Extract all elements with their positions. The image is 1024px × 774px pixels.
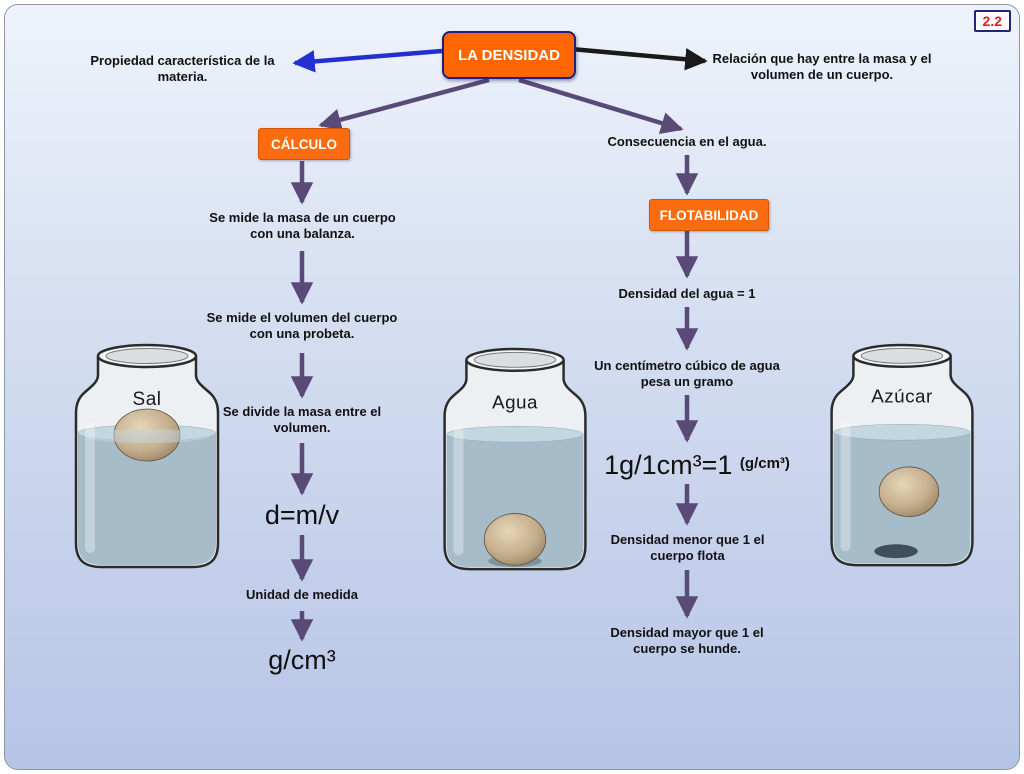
- jar-azucar-illustration: Azúcar: [830, 343, 974, 567]
- rule-sink: Densidad mayor que 1 el cuerpo se hunde.: [610, 625, 764, 657]
- left-note: Propiedad característica de la materia.: [90, 53, 275, 85]
- right-note: Relación que hay entre la masa y el volu…: [712, 51, 932, 83]
- egg-icon: [483, 513, 547, 566]
- unit-value: g/cm³: [268, 645, 336, 675]
- arrow-title-to-right-note: [570, 46, 708, 71]
- calculo-box: CÁLCULO: [258, 128, 350, 160]
- flotabilidad-box: FLOTABILIDAD: [649, 199, 769, 231]
- arrow-title-to-calculo: [318, 77, 490, 131]
- fact-cm3-gramo: Un centímetro cúbico de agua pesa un gra…: [594, 358, 780, 390]
- slide-background: 2.2 LA DENSIDAD Propiedad característica…: [4, 4, 1020, 770]
- page-number: 2.2: [973, 10, 1011, 32]
- egg-icon: [878, 466, 940, 517]
- jar-agua-label: Agua: [492, 391, 538, 412]
- jar-agua-illustration: Agua: [443, 347, 587, 571]
- fact-densidad-agua: Densidad del agua = 1: [618, 286, 756, 301]
- arrow-title-to-left-note: [292, 48, 443, 73]
- calculo-step-3: Se divide la masa entre el volumen.: [222, 404, 382, 436]
- density-formula: d=m/v: [264, 500, 340, 530]
- equation-row: 1g/1cm³=1 (g/cm³): [587, 450, 807, 481]
- jar-azucar-label: Azúcar: [871, 385, 933, 406]
- calculo-step-1: Se mide la masa de un cuerpo con una bal…: [209, 210, 396, 242]
- calculo-step-2: Se mide el volumen del cuerpo con una pr…: [206, 310, 398, 342]
- title-box: LA DENSIDAD: [442, 31, 576, 79]
- jar-sal-label: Sal: [133, 389, 162, 410]
- jar-sal-illustration: Sal: [74, 343, 220, 569]
- rule-float: Densidad menor que 1 el cuerpo flota: [610, 532, 765, 564]
- equation-unit: (g/cm³): [739, 455, 790, 472]
- equation: 1g/1cm³=1: [604, 450, 733, 480]
- unit-label: Unidad de medida: [246, 587, 358, 602]
- consecuencia-text: Consecuencia en el agua.: [607, 134, 767, 149]
- arrow-title-to-consecuencia: [518, 77, 684, 135]
